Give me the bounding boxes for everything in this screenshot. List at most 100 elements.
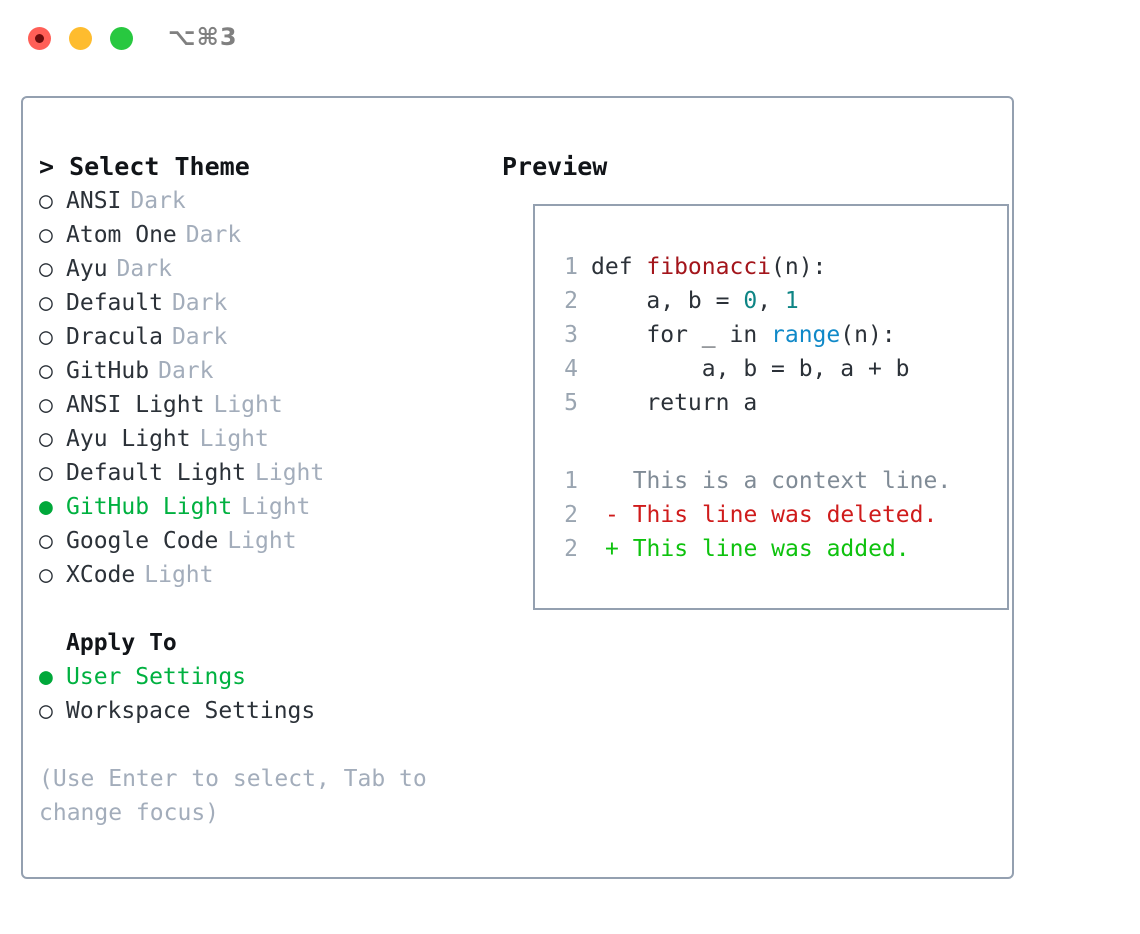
apply-to-option-user-settings[interactable]: ● User Settings xyxy=(39,660,479,694)
radio-unselected-icon: ○ xyxy=(39,426,53,452)
radio-selected-icon: ● xyxy=(39,664,53,690)
theme-option-label: Ayu Light xyxy=(66,426,191,452)
window-shortcut-label: ⌥⌘3 xyxy=(168,23,238,51)
code-blank-line xyxy=(554,420,951,454)
code-token-plain: def xyxy=(591,254,647,280)
diff-line-number: 2 xyxy=(564,536,578,562)
apply-to-option-workspace-settings[interactable]: ○Workspace Settings xyxy=(39,694,479,728)
theme-option-variant-tag: Light xyxy=(255,460,325,486)
code-line-number: 5 xyxy=(564,390,578,416)
apply-to-heading: Apply To xyxy=(66,630,177,656)
diff-line-ctx: 1 This is a context line. xyxy=(554,464,951,498)
code-token-call: range xyxy=(771,322,841,348)
apply-to-option-label: User Settings xyxy=(66,664,247,690)
radio-unselected-icon: ○ xyxy=(39,460,53,486)
theme-option-label: Default xyxy=(66,290,163,316)
theme-option-xcode[interactable]: ○ XCode Light xyxy=(39,558,479,592)
select-theme-heading-label xyxy=(54,152,69,181)
radio-unselected-icon: ○ xyxy=(39,698,53,724)
theme-option-label: GitHub Light xyxy=(66,494,233,520)
theme-option-ayu[interactable]: ○ Ayu Dark xyxy=(39,252,479,286)
theme-option-github-light[interactable]: ● GitHub Light Light xyxy=(39,490,479,524)
radio-unselected-icon: ○ xyxy=(39,188,53,214)
code-token-plain: a, b = xyxy=(591,288,744,314)
close-button-icon[interactable] xyxy=(28,27,51,50)
theme-option-atom-one[interactable]: ○ Atom One Dark xyxy=(39,218,479,252)
code-line-text: a, b = 0, 1 xyxy=(591,284,799,318)
radio-selected-icon: ● xyxy=(39,494,53,520)
window-controls xyxy=(28,27,133,50)
code-line-text: for _ in range(n): xyxy=(591,318,896,352)
theme-option-variant-tag: Dark xyxy=(171,290,228,316)
theme-option-google-code[interactable]: ○ Google Code Light xyxy=(39,524,479,558)
theme-option-label: Default Light xyxy=(66,460,247,486)
theme-option-label: ANSI Light xyxy=(66,392,205,418)
theme-option-ayu-light[interactable]: ○ Ayu Light Light xyxy=(39,422,479,456)
code-line-number: 1 xyxy=(564,254,578,280)
theme-option-label: Atom One xyxy=(66,222,177,248)
radio-unselected-icon: ○ xyxy=(39,222,53,248)
radio-unselected-icon: ○ xyxy=(39,528,53,554)
radio-unselected-icon: ○ xyxy=(39,562,53,588)
code-line-text: return a xyxy=(591,386,757,420)
diff-line-text: This line was deleted. xyxy=(618,502,938,528)
code-token-plain: a, b = b, a + b xyxy=(591,356,910,382)
diff-sign xyxy=(591,464,619,498)
diff-line-text: This line was added. xyxy=(618,536,910,562)
theme-option-variant-tag: Light xyxy=(241,494,311,520)
apply-to-section: Apply To ● User Settings ○Workspace Settin… xyxy=(39,626,479,728)
code-token-plain: return a xyxy=(591,390,758,416)
theme-option-variant-tag: Light xyxy=(227,528,297,554)
preview-heading: Preview xyxy=(502,152,608,181)
radio-unselected-icon: ○ xyxy=(39,256,53,282)
theme-option-label: Google Code xyxy=(66,528,219,554)
theme-option-variant-tag: Dark xyxy=(185,222,242,248)
theme-option-variant-tag: Light xyxy=(144,562,214,588)
theme-option-label: Dracula xyxy=(66,324,163,350)
theme-option-default[interactable]: ○ Default Dark xyxy=(39,286,479,320)
theme-option-label: Ayu xyxy=(66,256,108,282)
code-token-plain: (n): xyxy=(840,322,896,348)
theme-option-variant-tag: Dark xyxy=(171,324,228,350)
code-blank-line xyxy=(554,454,951,464)
code-token-plain: (n): xyxy=(771,254,827,280)
code-line: 1 def fibonacci(n): xyxy=(554,250,951,284)
theme-option-label: XCode xyxy=(66,562,136,588)
diff-line-number: 1 xyxy=(564,468,578,494)
maximize-button-icon[interactable] xyxy=(110,27,133,50)
diff-sign: + xyxy=(605,536,619,562)
keyboard-hint-text: (Use Enter to select, Tab to change focu… xyxy=(39,766,441,826)
theme-option-variant-tag: Light xyxy=(199,426,269,452)
diff-line-text: This is a context line. xyxy=(618,468,952,494)
code-token-fn: fibonacci xyxy=(646,254,772,280)
code-line: 2 a, b = 0, 1 xyxy=(554,284,951,318)
minimize-button-icon[interactable] xyxy=(69,27,92,50)
radio-unselected-icon: ○ xyxy=(39,290,53,316)
theme-option-label: GitHub xyxy=(66,358,150,384)
theme-option-variant-tag: Dark xyxy=(130,188,186,214)
radio-unselected-icon: ○ xyxy=(39,358,53,384)
theme-option-variant-tag: Dark xyxy=(116,256,172,282)
code-token-plain: for _ in xyxy=(591,322,772,348)
code-token-num: 0 xyxy=(743,288,758,314)
code-token-plain: , xyxy=(757,288,785,314)
diff-line-del: 2- This line was deleted. xyxy=(554,498,951,532)
apply-to-list: ● User Settings ○Workspace Settings xyxy=(39,660,479,728)
theme-option-dracula[interactable]: ○ Dracula Dark xyxy=(39,320,479,354)
code-token-num: 1 xyxy=(784,288,799,314)
code-line-text: a, b = b, a + b xyxy=(591,352,910,386)
theme-option-default-light[interactable]: ○ Default Light Light xyxy=(39,456,479,490)
code-line: 5 return a xyxy=(554,386,951,420)
theme-option-variant-tag: Light xyxy=(213,392,283,418)
radio-unselected-icon: ○ xyxy=(39,324,53,350)
code-line-number: 2 xyxy=(564,288,578,314)
select-theme-heading: > Select Theme xyxy=(39,150,479,184)
